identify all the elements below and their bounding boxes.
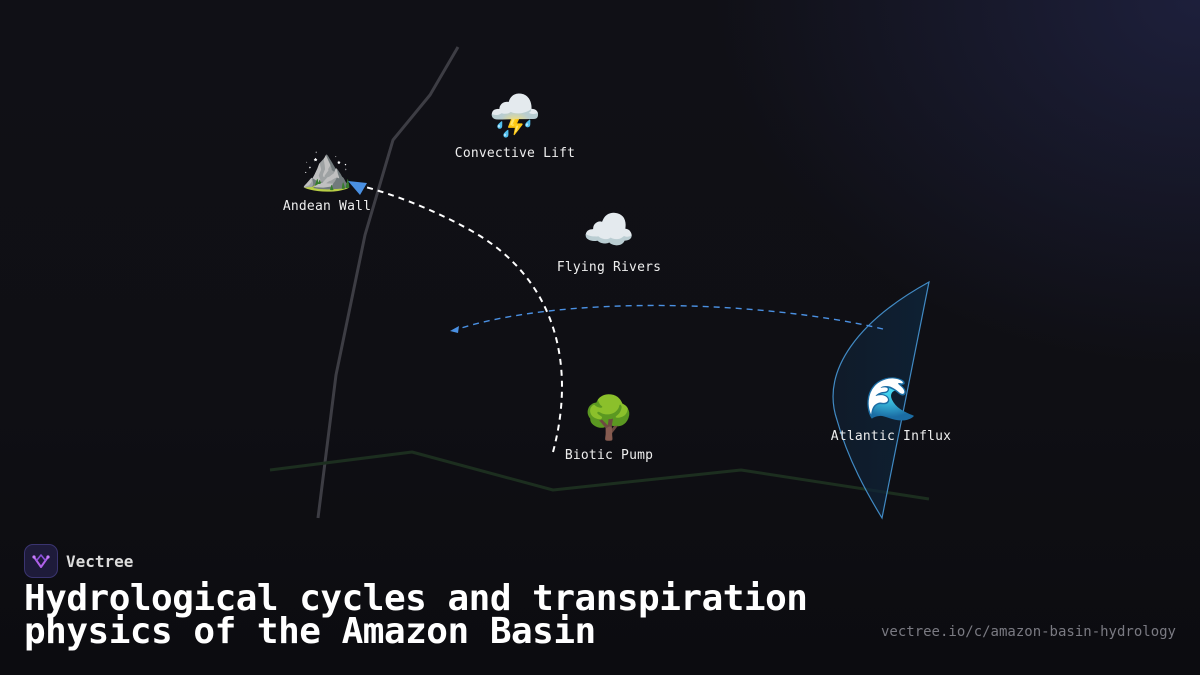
brand-name: Vectree bbox=[66, 551, 134, 571]
flying-river-arrowhead bbox=[450, 326, 459, 333]
atlantic-ocean-shape bbox=[832, 280, 930, 520]
biotic-to-andes-flow-arrow bbox=[361, 185, 563, 453]
flying-river-flow-arrow bbox=[454, 304, 884, 331]
node-label: Atlantic Influx bbox=[830, 429, 952, 444]
thunderstorm-icon: ⛈️ bbox=[488, 91, 542, 140]
vectree-logo-icon bbox=[24, 544, 58, 578]
node-biotic-pump[interactable]: 🌳 Biotic Pump bbox=[564, 393, 654, 464]
tree-icon: 🌳 bbox=[582, 393, 636, 442]
node-convective-lift[interactable]: ⛈️ Convective Lift bbox=[454, 91, 576, 162]
cloud-icon: ☁️ bbox=[582, 205, 636, 254]
brand[interactable]: Vectree bbox=[24, 544, 133, 578]
node-label: Andean Wall bbox=[282, 199, 372, 214]
node-label: Flying Rivers bbox=[556, 260, 662, 275]
node-andean-wall[interactable]: ⛰️ Andean Wall bbox=[282, 144, 372, 215]
page-title: Hydrological cycles and transpiration ph… bbox=[24, 578, 808, 652]
source-url[interactable]: vectree.io/c/amazon-basin-hydrology bbox=[880, 624, 1176, 640]
node-label: Biotic Pump bbox=[564, 448, 654, 463]
node-label: Convective Lift bbox=[454, 146, 576, 161]
ground-line bbox=[269, 450, 930, 501]
wave-icon: 🌊 bbox=[864, 374, 918, 423]
andes-arrowhead bbox=[348, 181, 367, 195]
node-atlantic-influx[interactable]: 🌊 Atlantic Influx bbox=[830, 374, 952, 445]
andes-ridge-line bbox=[316, 46, 460, 519]
mountain-icon: ⛰️ bbox=[300, 144, 354, 193]
node-flying-rivers[interactable]: ☁️ Flying Rivers bbox=[556, 205, 662, 276]
logo-mark bbox=[32, 554, 50, 568]
